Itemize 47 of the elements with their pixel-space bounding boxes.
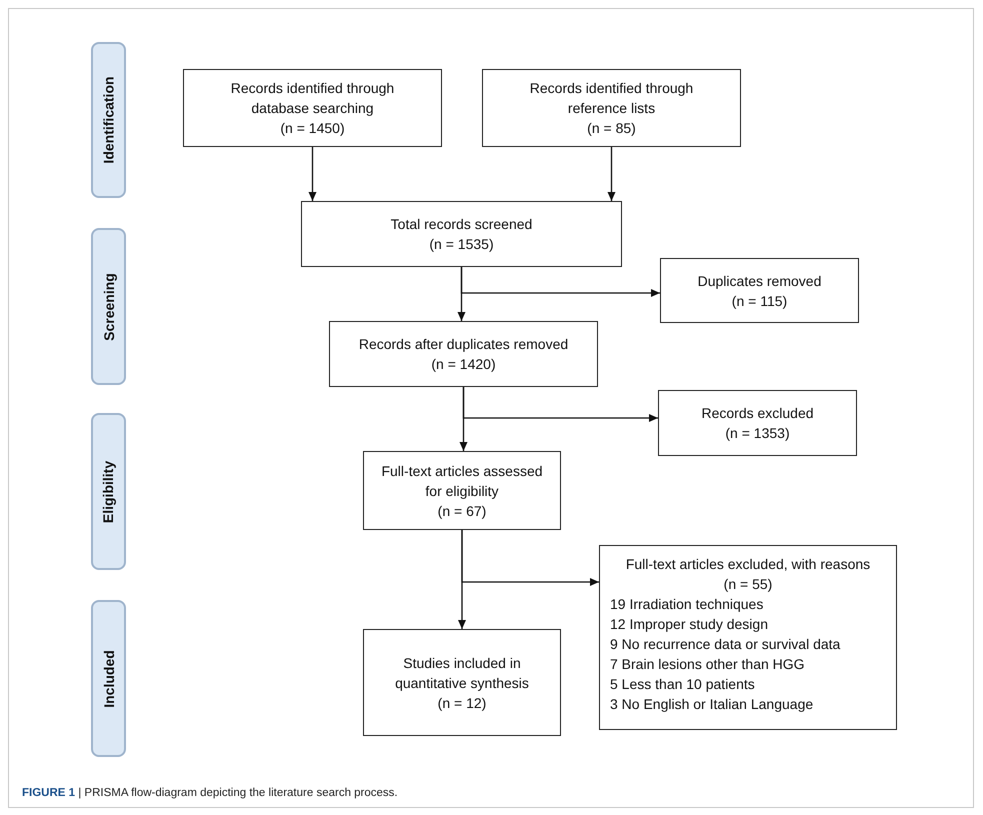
process-box — [329, 321, 598, 387]
stage-band — [91, 42, 126, 198]
box-text: 5 Less than 10 patients — [610, 675, 756, 694]
box-text: (n = 12) — [438, 694, 486, 712]
process-box — [482, 69, 741, 147]
stage-band — [91, 228, 126, 385]
stage-label: Identification — [100, 76, 118, 164]
stage-label: Eligibility — [100, 460, 118, 523]
process-box — [599, 545, 897, 730]
process-box — [363, 451, 561, 530]
process-box — [301, 201, 622, 267]
arrow — [458, 267, 466, 321]
arrow — [308, 147, 316, 201]
box-text: 19 Irradiation techniques — [610, 595, 764, 614]
box-text: 12 Improper study design — [610, 615, 769, 634]
box-text: 9 No recurrence data or survival data — [610, 635, 842, 654]
process-box — [660, 258, 859, 323]
stage-band — [91, 413, 126, 570]
box-text: (n = 1450) — [280, 119, 345, 138]
box-heading: Full-text articles excluded, with reasons — [624, 555, 872, 574]
box-text: (n = 67) — [438, 502, 486, 520]
box-heading: Records identified through reference lists — [528, 79, 694, 118]
box-heading: Duplicates removed — [698, 272, 822, 290]
arrow — [460, 387, 468, 451]
arrow — [458, 530, 466, 629]
box-heading: Records identified through database searching — [230, 79, 396, 118]
box-text: (n = 85) — [587, 119, 636, 138]
box-text: 3 No English or Italian Language — [610, 695, 814, 714]
process-box — [363, 629, 561, 736]
box-text: 7 Brain lesions other than HGG — [610, 655, 806, 674]
process-box — [183, 69, 442, 147]
stage-band — [91, 600, 126, 757]
box-text: (n = 55) — [722, 575, 774, 594]
stage-label: Included — [100, 650, 118, 708]
box-heading: Total records screened — [390, 215, 532, 234]
arrow — [608, 147, 616, 201]
box-heading: Full-text articles assessed for eligibility — [380, 462, 544, 500]
box-text: (n = 1535) — [429, 235, 494, 254]
process-box — [658, 390, 857, 456]
box-heading: Records excluded — [701, 404, 814, 423]
box-text: (n = 1420) — [431, 355, 496, 374]
box-text: (n = 115) — [732, 292, 788, 310]
stage-label: Screening — [100, 272, 118, 340]
figure-caption: FIGURE 1 | PRISMA flow-diagram depicting the literature search process. — [22, 787, 398, 799]
box-text: (n = 1353) — [725, 424, 790, 443]
box-heading: Studies included in quantitative synthesis — [394, 654, 530, 692]
box-heading: Records after duplicates removed — [358, 335, 568, 354]
